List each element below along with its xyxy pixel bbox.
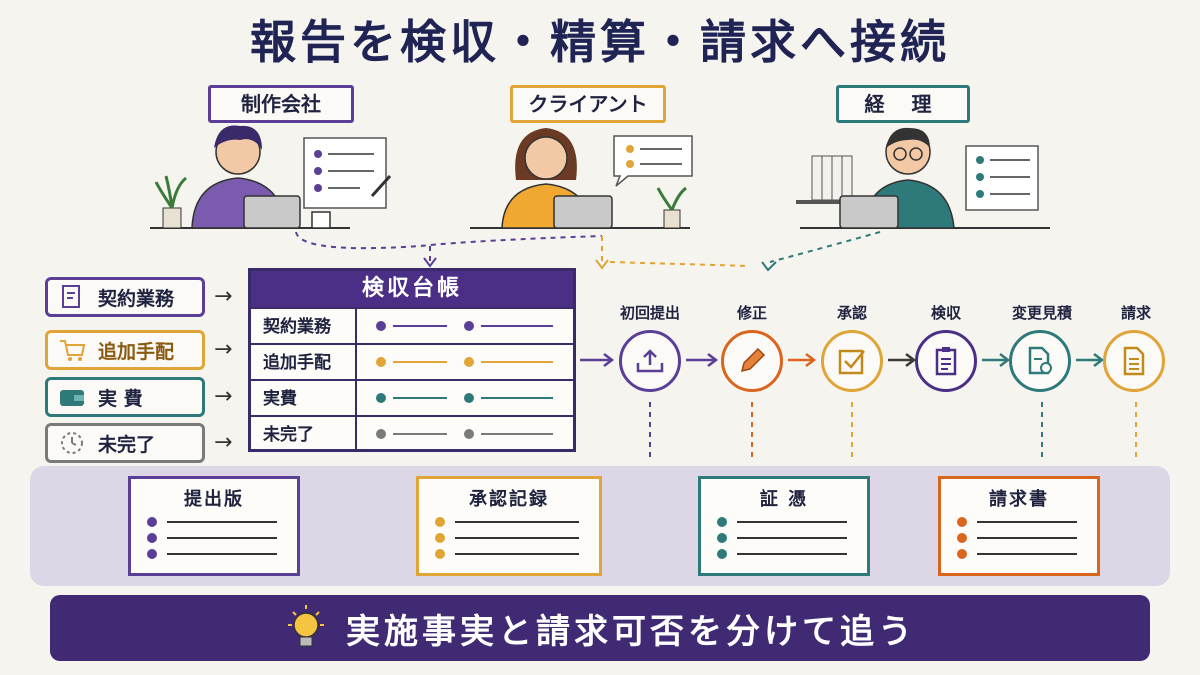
ledger-title: 検収台帳 bbox=[251, 271, 573, 307]
binders-icon bbox=[796, 155, 866, 204]
arrow-right-icon: → bbox=[214, 284, 233, 309]
client-person-illustration bbox=[470, 128, 693, 229]
document-card-evidence: 証 憑 bbox=[698, 476, 870, 576]
arrow-right-icon: → bbox=[214, 384, 233, 409]
tag-label: 契約業務 bbox=[98, 287, 175, 310]
document-icon bbox=[1123, 346, 1145, 376]
clipboard-icon bbox=[935, 347, 957, 376]
role-label-production: 制作会社 bbox=[208, 85, 354, 123]
document-title: 提出版 bbox=[184, 489, 244, 510]
summary-banner-text: 実施事実と請求可否を分けて追う bbox=[346, 611, 916, 652]
pencil-icon bbox=[740, 347, 766, 373]
ledger-row-markers bbox=[376, 357, 553, 367]
step-approval bbox=[821, 330, 883, 392]
shopping-cart-icon bbox=[58, 336, 86, 364]
page-title: 報告を検収・精算・請求へ接続 bbox=[250, 15, 950, 69]
clock-icon bbox=[58, 429, 86, 457]
inspection-ledger: 検収台帳 契約業務 追加手配 実費 未完了 bbox=[248, 268, 576, 452]
step-change-estimate bbox=[1009, 330, 1071, 392]
plant-icon bbox=[154, 175, 187, 229]
ledger-row: 追加手配 bbox=[251, 343, 573, 379]
step-billing bbox=[1103, 330, 1165, 392]
step-revision bbox=[721, 330, 783, 392]
step-label-approval: 承認 bbox=[836, 304, 867, 322]
connector-arrows bbox=[295, 231, 881, 267]
mug-icon bbox=[311, 211, 331, 229]
checklist-note-icon bbox=[965, 145, 1039, 211]
ledger-row-label: 契約業務 bbox=[251, 309, 357, 343]
ledger-row-markers bbox=[376, 429, 553, 439]
step-label-initial-submission: 初回提出 bbox=[619, 304, 680, 322]
tag-contract-work: 契約業務 bbox=[45, 277, 205, 317]
document-edit-icon bbox=[58, 283, 86, 311]
step-label-revision: 修正 bbox=[736, 304, 767, 322]
tag-actual-expenses: 実 費 bbox=[45, 377, 205, 417]
document-title: 証 憑 bbox=[759, 489, 809, 510]
workflow-arrows bbox=[580, 353, 1137, 458]
tag-incomplete: 未完了 bbox=[45, 423, 205, 463]
step-label-billing: 請求 bbox=[1120, 304, 1151, 322]
arrow-right-icon: → bbox=[214, 430, 233, 455]
ledger-row-label: 実費 bbox=[251, 381, 357, 415]
summary-banner: 実施事実と請求可否を分けて追う bbox=[50, 595, 1150, 661]
tag-additional-arrangement: 追加手配 bbox=[45, 330, 205, 370]
step-initial-submission bbox=[619, 330, 681, 392]
document-card-invoice: 請求書 bbox=[938, 476, 1100, 576]
document-refresh-icon bbox=[1028, 346, 1052, 375]
speech-bubble-icon bbox=[613, 135, 693, 187]
document-card-approval-record: 承認記録 bbox=[416, 476, 602, 576]
step-label-change-estimate: 変更見積 bbox=[1011, 304, 1072, 322]
plant-icon bbox=[656, 186, 687, 229]
role-label-client: クライアント bbox=[510, 85, 666, 123]
ledger-row: 契約業務 bbox=[251, 307, 573, 343]
step-label-inspection: 検収 bbox=[930, 304, 961, 322]
arrow-right-icon: → bbox=[214, 337, 233, 362]
document-title: 請求書 bbox=[989, 489, 1049, 510]
production-person-illustration bbox=[150, 125, 392, 229]
document-card-submitted-version: 提出版 bbox=[128, 476, 300, 576]
tag-label: 追加手配 bbox=[98, 340, 175, 363]
ledger-row: 未完了 bbox=[251, 415, 573, 451]
step-inspection bbox=[915, 330, 977, 392]
ledger-row-markers bbox=[376, 321, 553, 331]
accounting-person-illustration bbox=[796, 127, 1050, 229]
wallet-icon bbox=[58, 383, 86, 411]
ledger-row-label: 未完了 bbox=[251, 417, 357, 451]
ledger-row-label: 追加手配 bbox=[251, 345, 357, 379]
ledger-row: 実費 bbox=[251, 379, 573, 415]
lightbulb-icon bbox=[288, 605, 324, 647]
role-label-accounting: 経 理 bbox=[836, 85, 970, 123]
upload-icon bbox=[636, 349, 664, 373]
tag-label: 実 費 bbox=[98, 387, 143, 410]
tag-label: 未完了 bbox=[98, 433, 156, 456]
ledger-row-markers bbox=[376, 393, 553, 403]
document-title: 承認記録 bbox=[469, 489, 549, 510]
checklist-note-icon bbox=[303, 137, 392, 209]
checkbox-icon bbox=[838, 349, 865, 375]
